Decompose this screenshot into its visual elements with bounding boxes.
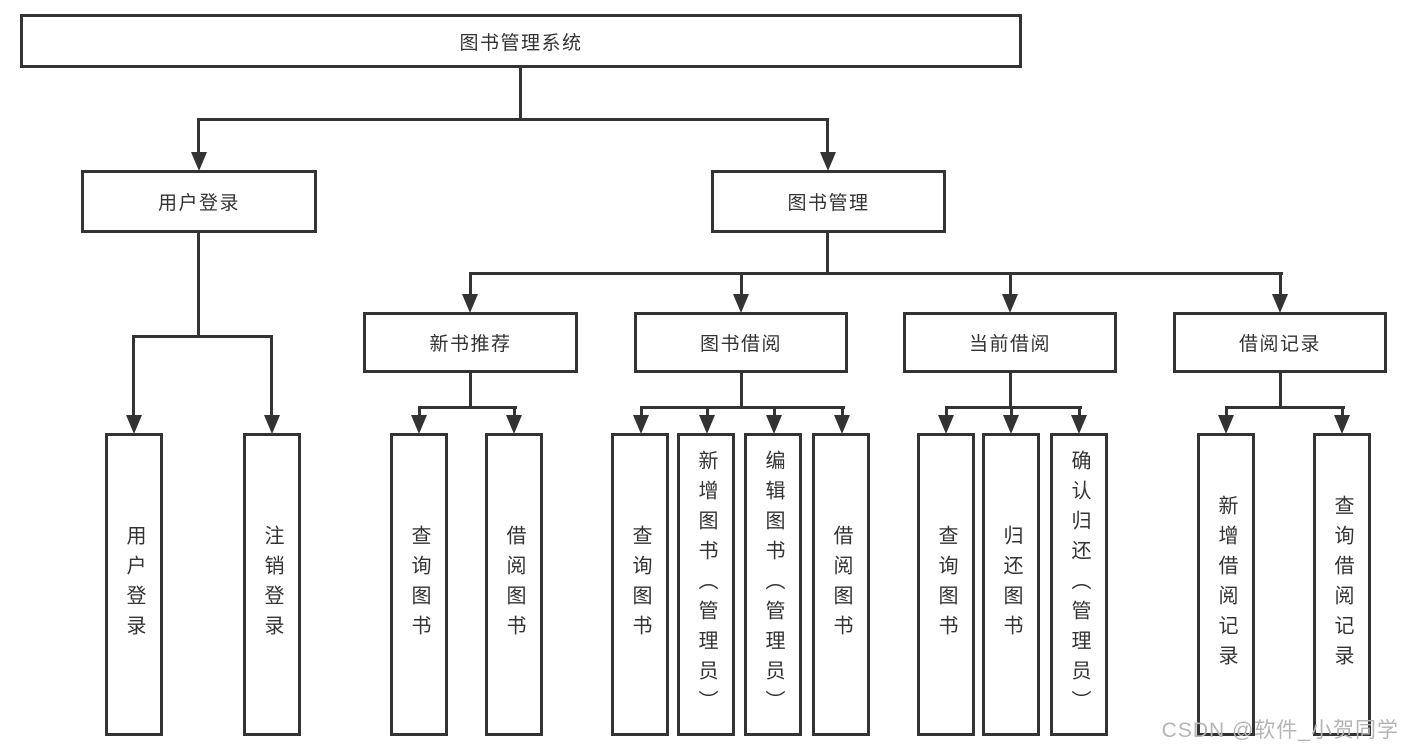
leaf-borrow-editbook: 编辑图书（管理员） (744, 433, 802, 736)
connector-currentborrow-branch (945, 406, 1082, 409)
connector-bookmgmt-stub-1 (469, 272, 472, 296)
arrowhead-down-icon (411, 415, 427, 434)
connector-bookborrow-branch (640, 406, 845, 409)
node-current-borrow-label: 当前借阅 (968, 334, 1051, 355)
connector-borrowrecord-stub-2 (1341, 406, 1344, 417)
leaf-user-login-label: 用户登录 (123, 524, 145, 645)
connector-bookborrow-stub-3 (773, 406, 776, 417)
connector-bookmgmt-stub-3 (1009, 272, 1012, 296)
arrowhead-down-icon (264, 415, 280, 434)
leaf-borrow-borrowbook-label: 借阅图书 (830, 524, 852, 645)
arrowhead-down-icon (506, 415, 522, 434)
connector-borrowrecord-branch (1225, 406, 1345, 409)
leaf-user-login: 用户登录 (105, 433, 163, 736)
leaf-record-add: 新增借阅记录 (1197, 433, 1255, 736)
arrowhead-down-icon (733, 294, 749, 313)
node-book-management-label: 图书管理 (787, 193, 870, 214)
leaf-record-query-label: 查询借阅记录 (1331, 494, 1353, 675)
connector-root-stub-right (826, 118, 829, 155)
connector-newbook-branch (418, 406, 517, 409)
node-book-management: 图书管理 (711, 170, 946, 233)
connector-userlogin-branch (132, 335, 273, 338)
node-current-borrow: 当前借阅 (903, 312, 1117, 373)
leaf-borrow-query-label: 查询图书 (629, 524, 651, 645)
arrowhead-down-icon (462, 294, 478, 313)
connector-newbook-stub-1 (418, 406, 421, 417)
arrowhead-down-icon (834, 415, 850, 434)
leaf-record-add-label: 新增借阅记录 (1215, 494, 1237, 675)
node-user-login-label: 用户登录 (157, 193, 240, 214)
connector-bookborrow-stub-1 (640, 406, 643, 417)
leaf-newbook-borrow: 借阅图书 (485, 433, 543, 736)
node-borrow-record: 借阅记录 (1173, 312, 1387, 373)
arrowhead-down-icon (938, 415, 954, 434)
arrowhead-down-icon (1218, 415, 1234, 434)
connector-root-stub-left (197, 118, 200, 155)
connector-root-branch (197, 118, 829, 121)
node-root: 图书管理系统 (20, 14, 1022, 68)
arrowhead-down-icon (766, 415, 782, 434)
watermark: CSDN @软件_小贺同学 (1161, 719, 1399, 742)
arrowhead-down-icon (1334, 415, 1350, 434)
node-book-borrow-label: 图书借阅 (699, 334, 782, 355)
leaf-logout: 注销登录 (243, 433, 301, 736)
arrowhead-down-icon (1003, 415, 1019, 434)
connector-bookborrow-vertical (740, 373, 743, 409)
node-new-book-recommend: 新书推荐 (363, 312, 578, 373)
connector-currentborrow-stub-2 (1010, 406, 1013, 417)
leaf-borrow-addbook: 新增图书（管理员） (677, 433, 735, 736)
arrowhead-down-icon (699, 415, 715, 434)
arrowhead-down-icon (633, 415, 649, 434)
connector-currentborrow-stub-1 (945, 406, 948, 417)
node-new-book-recommend-label: 新书推荐 (429, 334, 512, 355)
node-borrow-record-label: 借阅记录 (1238, 334, 1321, 355)
connector-bookborrow-stub-2 (706, 406, 709, 417)
connector-bookborrow-stub-4 (841, 406, 844, 417)
leaf-current-confirm-return: 确认归还（管理员） (1050, 433, 1108, 736)
arrowhead-down-icon (1071, 415, 1087, 434)
arrowhead-down-icon (1272, 294, 1288, 313)
node-book-borrow: 图书借阅 (634, 312, 848, 373)
leaf-current-confirm-return-label: 确认归还（管理员） (1068, 449, 1090, 720)
leaf-current-query: 查询图书 (917, 433, 975, 736)
arrowhead-down-icon (820, 152, 836, 171)
arrowhead-down-icon (191, 152, 207, 171)
connector-bookmgmt-branch (469, 272, 1283, 275)
leaf-borrow-editbook-label: 编辑图书（管理员） (762, 449, 784, 720)
node-user-login: 用户登录 (81, 170, 317, 233)
connector-borrowrecord-vertical (1279, 373, 1282, 409)
connector-bookmgmt-vertical (826, 233, 829, 275)
leaf-borrow-query: 查询图书 (611, 433, 669, 736)
leaf-current-query-label: 查询图书 (935, 524, 957, 645)
arrowhead-down-icon (126, 415, 142, 434)
leaf-current-return-label: 归还图书 (1000, 524, 1022, 645)
leaf-newbook-query-label: 查询图书 (408, 524, 430, 645)
connector-bookmgmt-stub-2 (740, 272, 743, 296)
connector-bookmgmt-stub-4 (1279, 272, 1282, 296)
leaf-record-query: 查询借阅记录 (1313, 433, 1371, 736)
connector-borrowrecord-stub-1 (1225, 406, 1228, 417)
connector-root-vertical (519, 68, 522, 118)
leaf-newbook-query: 查询图书 (390, 433, 448, 736)
connector-userlogin-stub-2 (270, 335, 273, 417)
connector-currentborrow-vertical (1009, 373, 1012, 409)
connector-userlogin-stub-1 (132, 335, 135, 417)
node-root-label: 图书管理系统 (459, 32, 583, 54)
connector-currentborrow-stub-3 (1078, 406, 1081, 417)
leaf-borrow-borrowbook: 借阅图书 (812, 433, 870, 736)
leaf-current-return: 归还图书 (982, 433, 1040, 736)
connector-userlogin-vertical (197, 233, 200, 338)
arrowhead-down-icon (1002, 294, 1018, 313)
leaf-borrow-addbook-label: 新增图书（管理员） (695, 449, 717, 720)
leaf-newbook-borrow-label: 借阅图书 (503, 524, 525, 645)
connector-newbook-stub-2 (513, 406, 516, 417)
leaf-logout-label: 注销登录 (261, 524, 283, 645)
connector-newbook-vertical (469, 373, 472, 409)
